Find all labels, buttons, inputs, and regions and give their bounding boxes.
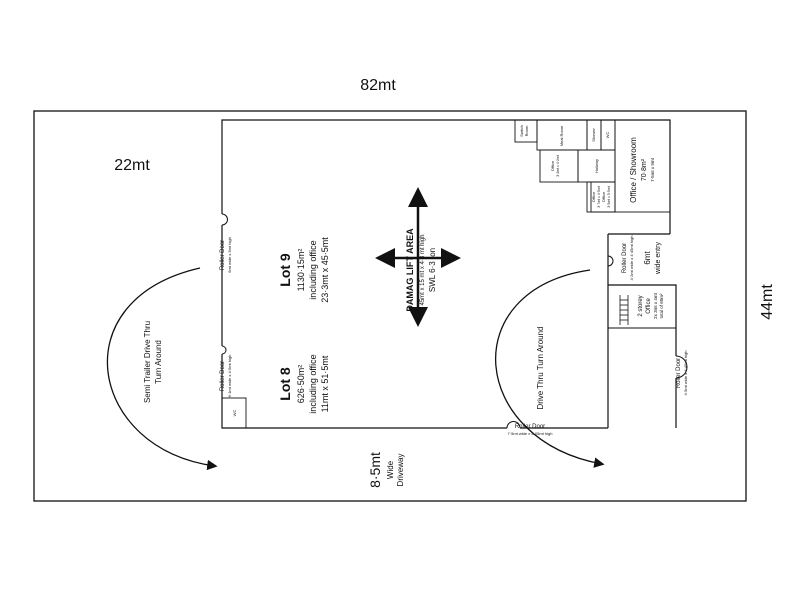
lot-9-office-note: including office bbox=[308, 240, 318, 299]
lot-8-office-note: including office bbox=[308, 354, 318, 413]
office-c-line1: Office bbox=[601, 191, 606, 202]
office-block bbox=[514, 119, 671, 213]
left-turnaround-label: Semi Trailer Drive Thru Turn Around bbox=[143, 321, 163, 403]
roller-door-1-spec: 6mt wide x 5mt high bbox=[227, 237, 232, 273]
lot-9-title: Lot 9 bbox=[277, 253, 293, 287]
lot-9-label: Lot 9 1130·15m² including office 23·3mt … bbox=[277, 237, 330, 303]
lift-area-title: DAMAG LIFT AREA bbox=[405, 228, 415, 312]
stairs-icon bbox=[619, 295, 629, 325]
lift-area-size: 45mt x 15 mt x 4·3 mt high bbox=[420, 234, 426, 305]
office-c-line2: 3·5mt x 5·5mt bbox=[607, 186, 611, 208]
two-storey-line3: 2x 3mt x 4mt bbox=[653, 292, 658, 319]
wc-label: WC bbox=[605, 132, 610, 139]
switch-room-label: Switch Room bbox=[519, 125, 529, 137]
driveway-sub2: Driveway bbox=[396, 454, 405, 487]
right-turnaround-label: Drive Thru Turn Around bbox=[536, 326, 545, 409]
lot-9-size: 23·3mt x 45·5mt bbox=[320, 237, 330, 303]
site-boundary bbox=[33, 110, 747, 502]
hallway-label: Hallway bbox=[594, 159, 599, 173]
office-b-line1: Office bbox=[591, 191, 596, 202]
switch-room-line2: Room bbox=[524, 125, 529, 136]
roller-door-3-spec: 7·5mt wide x 5·05mt high bbox=[508, 431, 553, 436]
two-storey-line2: Office bbox=[646, 298, 652, 314]
roller-door-3: Roller Door 7·5mt wide x 5·05mt high bbox=[508, 424, 553, 436]
showroom-room bbox=[614, 119, 671, 213]
entry-width: 6mt bbox=[643, 251, 652, 265]
roller-door-5: Roller Door 4·5mt wide x 4·45mt high bbox=[676, 351, 688, 396]
driveway-width: 8·5mt bbox=[367, 452, 383, 488]
office-c-label: Office 3·5mt x 5·5mt bbox=[601, 186, 611, 208]
roller-door-1: Roller Door 6mt wide x 5mt high bbox=[220, 237, 232, 273]
lift-area-swl: SWL 6·3 ton bbox=[428, 248, 437, 292]
two-storey-line1: 2 storey bbox=[638, 295, 644, 316]
roller-door-4-spec: 4·2mt wide x 4·45mt high bbox=[629, 236, 634, 281]
showroom-line3: 7·5mt x 9mt bbox=[650, 157, 655, 182]
office-a-label: Office 3·2mt x 4·2mt bbox=[550, 155, 560, 177]
roller-door-2: Roller Door 6·1mt wide x 4·5mt high bbox=[220, 355, 232, 398]
roller-door-4-label: Roller Door bbox=[622, 243, 628, 273]
roller-door-2-spec: 6·1mt wide x 4·5mt high bbox=[227, 355, 232, 398]
office-a-line1: Office bbox=[550, 160, 555, 171]
roller-door-5-label: Roller Door bbox=[676, 358, 682, 388]
lot-8-size: 11mt x 51·5mt bbox=[320, 355, 330, 412]
lot-8-label: Lot 8 626·50m² including office 11mt x 5… bbox=[277, 354, 330, 413]
roller-door-4: Roller Door 4·2mt wide x 4·45mt high bbox=[622, 236, 634, 281]
entry-note: wide entry bbox=[655, 242, 662, 275]
entry-label: 6mt wide entry bbox=[643, 242, 662, 275]
height-dimension: 44mt bbox=[759, 284, 776, 320]
office-a-line2: 3·2mt x 4·2mt bbox=[556, 155, 560, 177]
driveway-sub1: Wide bbox=[386, 460, 395, 479]
wc-lot8-label: WC bbox=[232, 410, 237, 417]
door-openings bbox=[221, 213, 688, 429]
shower-label: Shower bbox=[591, 128, 596, 142]
two-storey-line4: total of 60m² bbox=[659, 293, 664, 319]
showroom-line1: Office / Showroom bbox=[629, 137, 638, 203]
showroom-label: Office / Showroom 70·8m² 7·5mt x 9mt bbox=[629, 137, 655, 203]
left-turnaround-arc bbox=[106, 267, 218, 471]
lot-8-area: 626·50m² bbox=[296, 365, 306, 404]
left-dimension: 22mt bbox=[114, 157, 150, 174]
roller-door-1-label: Roller Door bbox=[220, 240, 226, 270]
wc-lot8-room bbox=[221, 397, 247, 429]
driveway-label: 8·5mt Wide Driveway bbox=[367, 452, 405, 488]
office-b-line2: 3·7mt x 4·5mt bbox=[597, 186, 601, 208]
showroom-line2: 70·8m² bbox=[641, 158, 648, 181]
left-turnaround-line1: Semi Trailer Drive Thru bbox=[143, 321, 152, 403]
meal-room-label: Meal Room bbox=[559, 125, 564, 146]
lift-area-label: DAMAG LIFT AREA 45mt x 15 mt x 4·3 mt hi… bbox=[405, 228, 437, 312]
right-turnaround-arc bbox=[494, 269, 605, 468]
office-b-label: Office 3·7mt x 4·5mt bbox=[591, 186, 601, 208]
lot-8-title: Lot 8 bbox=[277, 367, 293, 401]
width-dimension: 82mt bbox=[360, 77, 396, 94]
left-turnaround-line2: Turn Around bbox=[154, 340, 163, 384]
two-storey-office-label: 2 storey Office 2x 3mt x 4mt total of 60… bbox=[638, 292, 664, 319]
lot-9-area: 1130·15m² bbox=[296, 249, 306, 292]
roller-door-5-spec: 4·5mt wide x 4·45mt high bbox=[683, 351, 688, 396]
switch-room-line1: Switch bbox=[519, 125, 524, 137]
lift-area-arrows bbox=[375, 187, 461, 327]
roller-door-3-label: Roller Door bbox=[515, 424, 545, 430]
roller-door-2-label: Roller Door bbox=[220, 361, 226, 391]
